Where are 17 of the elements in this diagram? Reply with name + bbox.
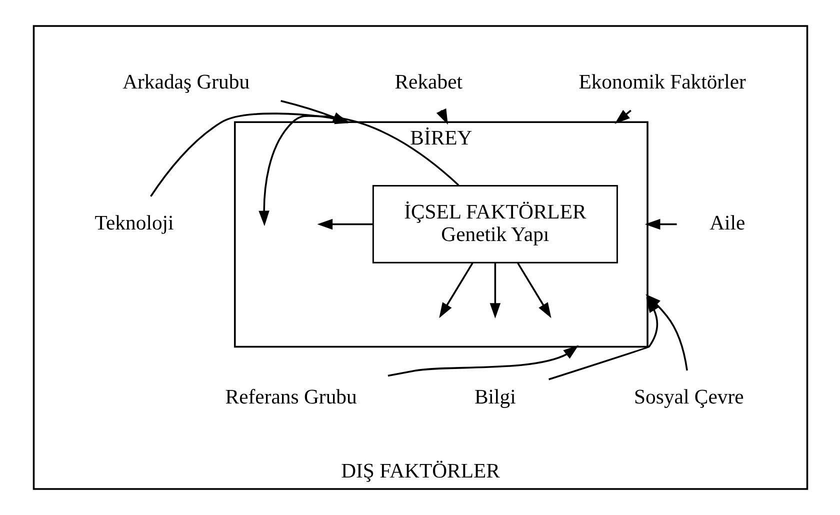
node-text: Rekabet — [394, 71, 462, 94]
node-text: Arkadaş Grubu — [122, 71, 250, 94]
node-text: Bilgi — [474, 386, 516, 408]
arrow — [438, 262, 473, 318]
arrow — [644, 218, 676, 230]
node-text: Referans Grubu — [224, 386, 356, 408]
arrow — [316, 218, 372, 230]
node-box: İÇSEL FAKTÖRLER Genetik Yapı — [372, 185, 618, 264]
node-text: Sosyal Çevre — [634, 386, 744, 408]
arrow — [516, 262, 551, 318]
node-text: Aile — [709, 212, 745, 235]
node-text: Teknoloji — [94, 212, 174, 235]
arrow — [614, 110, 631, 124]
arrow — [489, 262, 500, 319]
arrow — [258, 115, 459, 226]
arrow — [387, 345, 578, 377]
node-text: Ekonomik Faktörler — [578, 71, 746, 94]
